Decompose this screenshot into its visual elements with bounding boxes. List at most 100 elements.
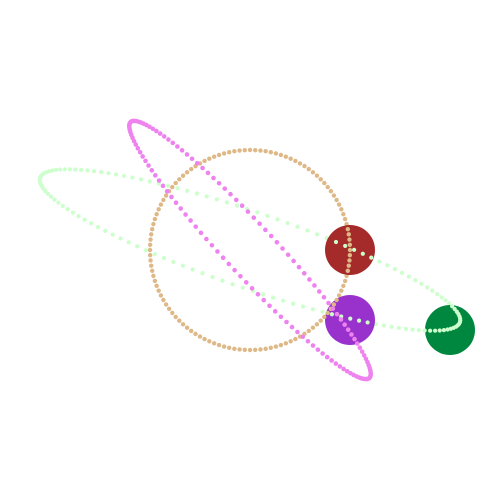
orbit-dot xyxy=(306,166,311,172)
orbit-dot xyxy=(220,255,226,261)
orbit-dot xyxy=(318,177,323,182)
orbit-dot xyxy=(385,263,390,268)
orbit-dot xyxy=(126,240,131,245)
orbit-dot xyxy=(89,221,94,226)
orbit-dot xyxy=(45,191,50,196)
orbit-dot xyxy=(154,211,159,217)
orbit-dot xyxy=(180,263,186,268)
orbit-dot xyxy=(200,271,205,276)
orbit-front-layer xyxy=(322,227,463,346)
orbit-dot xyxy=(232,149,237,154)
orbit-dot xyxy=(310,343,316,348)
orbit-dot xyxy=(175,186,180,191)
orbit-dot xyxy=(65,207,70,212)
orbit-dot xyxy=(424,285,430,290)
orbit-dot xyxy=(103,228,108,233)
orbit-dot xyxy=(171,259,176,264)
orbit-dot xyxy=(156,207,161,212)
orbit-dot xyxy=(54,167,59,172)
orbit-dot xyxy=(173,180,178,186)
orbit-dot xyxy=(67,167,72,172)
orbit-dot xyxy=(154,128,159,134)
violet-ellipse-orbit-front xyxy=(330,306,360,346)
orbit-dot xyxy=(326,300,331,306)
orbit-dot xyxy=(278,152,284,158)
orbit-dot xyxy=(156,288,161,293)
orbit-dot xyxy=(274,239,280,245)
orbit-dot xyxy=(448,326,453,331)
orbit-dot xyxy=(135,146,141,151)
orbit-dot xyxy=(148,237,153,242)
orbit-dot xyxy=(334,311,340,317)
orbit-dot xyxy=(62,167,67,172)
orbit-dot xyxy=(247,147,253,153)
orbit-dot xyxy=(435,291,440,297)
orbit-dot xyxy=(158,293,164,298)
orbit-dot xyxy=(312,283,317,288)
orbit-dot xyxy=(301,271,307,276)
tan-circle-orbit-front xyxy=(322,227,353,320)
orbit-dot xyxy=(253,347,258,353)
orbit-dot xyxy=(458,318,463,323)
orbit-dot xyxy=(245,209,251,214)
orbit-dot xyxy=(330,306,336,311)
orbit-dot xyxy=(314,322,320,327)
orbit-dot xyxy=(333,239,339,245)
orbit-dot xyxy=(166,137,171,142)
orbit-dot xyxy=(348,370,353,376)
orbit-dot xyxy=(165,183,171,188)
orbit-dot xyxy=(202,336,207,342)
orbit-dot xyxy=(214,197,219,202)
orbit-dot xyxy=(359,349,365,354)
orbit-dot xyxy=(138,177,144,182)
orbit-dot xyxy=(163,193,169,198)
orbit-dot xyxy=(161,255,167,261)
orbit-dot xyxy=(419,281,424,286)
orbit-dot xyxy=(177,177,182,182)
orbit-dot xyxy=(207,339,212,344)
orbit-dot xyxy=(285,252,291,258)
orbit-dot xyxy=(329,358,334,363)
orbit-dot xyxy=(215,249,220,254)
orbit-dot xyxy=(310,307,315,312)
violet-ellipse-orbit xyxy=(126,118,374,382)
orbit-dot xyxy=(211,175,216,181)
orbit-dot xyxy=(345,268,351,273)
orbit-dot xyxy=(336,202,342,207)
orbit-dot xyxy=(200,165,205,171)
orbit-dot xyxy=(258,148,263,153)
orbit-dot xyxy=(189,166,194,172)
orbit-dot xyxy=(198,230,204,236)
orbit-dot xyxy=(347,258,352,263)
orbit-dot xyxy=(302,163,307,169)
orbit-dot xyxy=(321,295,327,300)
orbit-dot xyxy=(179,148,185,153)
orbit-dot xyxy=(305,338,311,344)
orbit-dot xyxy=(193,224,199,229)
orbit-dot xyxy=(446,301,452,306)
orbit-dot xyxy=(151,273,156,279)
orbit-dot xyxy=(320,351,325,356)
orbit-dot xyxy=(237,148,242,153)
orbit-dot xyxy=(318,318,323,323)
orbit-dot xyxy=(110,232,115,237)
orbit-dot xyxy=(210,274,215,280)
orbit-dot xyxy=(329,312,335,317)
orbit-dot xyxy=(152,278,158,284)
orbit-dot xyxy=(234,203,240,208)
orbit-dot xyxy=(152,216,158,222)
orbit-dot xyxy=(98,169,104,175)
orbit-dot xyxy=(296,264,302,270)
orbit-dot xyxy=(148,258,153,263)
orbit-dot xyxy=(314,173,320,178)
orbit-dot xyxy=(160,183,166,189)
orbit-dot xyxy=(345,227,351,232)
orbit-dot xyxy=(343,243,348,249)
orbit-dot xyxy=(239,203,245,209)
orbit-dot xyxy=(184,325,190,330)
orbit-dot xyxy=(106,171,111,176)
orbit-dot xyxy=(268,149,273,155)
orbit-dot xyxy=(293,336,298,342)
orbit-dot xyxy=(180,322,186,327)
planet-layer xyxy=(325,225,475,355)
